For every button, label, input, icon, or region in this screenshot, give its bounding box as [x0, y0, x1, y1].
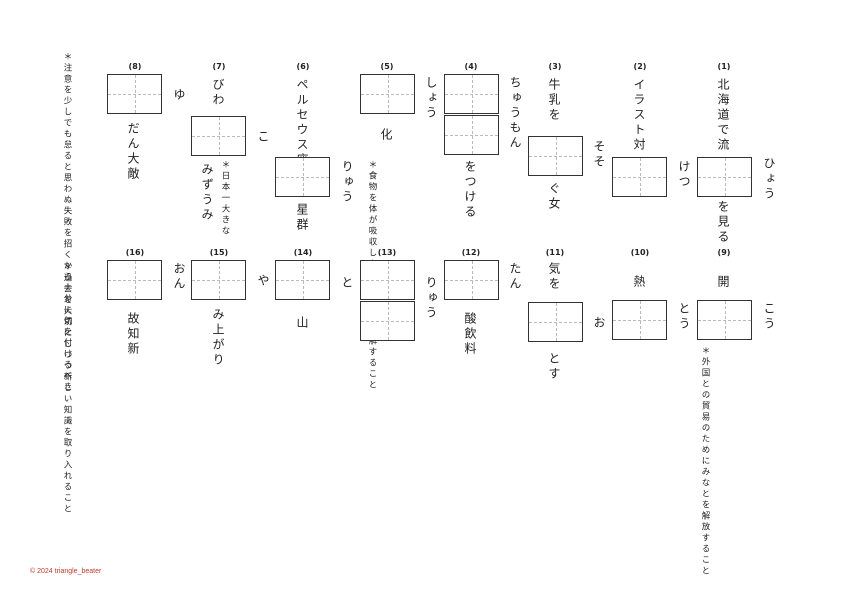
question-text-before: 開 — [716, 275, 730, 290]
question-number: (11) — [545, 248, 565, 257]
kana-clue: とう — [677, 302, 691, 332]
question-text-before: びわ — [211, 78, 225, 108]
question-text-after: 山 — [295, 316, 309, 331]
answer-box-2[interactable] — [612, 157, 667, 197]
answer-box-16[interactable] — [107, 260, 162, 300]
question-number: (6) — [296, 62, 310, 71]
question-number: (9) — [717, 248, 731, 257]
question-text-after: 星群 — [295, 203, 309, 233]
question-text-after: ぐ女 — [547, 182, 561, 212]
left-definition-note-bottom: ＊過去を大切にしつつ新しい知識を取り入れること — [62, 262, 72, 515]
definition-note: ＊外国との貿易のためにみなとを解放すること — [700, 346, 710, 577]
question-number: (2) — [633, 62, 647, 71]
question-number: (1) — [717, 62, 731, 71]
question-text-after: 酸飲料 — [463, 312, 477, 357]
kana-clue: こう — [762, 302, 776, 332]
kana-clue: そそ — [592, 140, 606, 170]
answer-box-11[interactable] — [528, 302, 583, 342]
question-text-after: を見る — [716, 200, 730, 245]
kana-clue: りゅう — [424, 276, 438, 321]
kana-clue: こ — [256, 130, 270, 145]
question-text-before: 化 — [379, 128, 393, 143]
question-number: (8) — [128, 62, 142, 71]
question-number: (13) — [377, 248, 397, 257]
question-text-before: 牛乳を — [547, 78, 561, 123]
question-number: (3) — [548, 62, 562, 71]
answer-box-8[interactable] — [107, 74, 162, 114]
question-text-before: ペルセウス座 — [295, 78, 309, 168]
question-number: (5) — [380, 62, 394, 71]
kana-clue: と — [340, 276, 354, 291]
question-text-before: 気を — [547, 262, 561, 292]
question-number: (15) — [209, 248, 229, 257]
kana-clue: しょう — [424, 76, 438, 121]
kana-clue: お — [592, 316, 606, 331]
question-text-before: イラスト対 — [632, 78, 646, 153]
answer-box-1[interactable] — [697, 157, 752, 197]
answer-box-10[interactable] — [612, 300, 667, 340]
question-number: (12) — [461, 248, 481, 257]
answer-box-3[interactable] — [528, 136, 583, 176]
kana-clue: りゅう — [340, 160, 354, 205]
kana-clue: ちゅうもん — [508, 76, 522, 151]
kana-clue: ひょう — [762, 157, 776, 202]
answer-box-4a[interactable] — [444, 74, 499, 114]
answer-box-5[interactable] — [360, 74, 415, 114]
kana-clue: おん — [172, 262, 186, 292]
question-text-after: みずうみ — [200, 163, 214, 223]
answer-box-13b[interactable] — [360, 301, 415, 341]
question-number: (10) — [630, 248, 650, 257]
answer-box-9[interactable] — [697, 300, 752, 340]
question-text-after: とす — [547, 352, 561, 382]
kana-clue: ゆ — [172, 88, 186, 103]
answer-box-12[interactable] — [444, 260, 499, 300]
answer-box-14[interactable] — [275, 260, 330, 300]
kana-clue: や — [256, 274, 270, 289]
answer-box-4b[interactable] — [444, 115, 499, 155]
question-text-before: 熱 — [632, 275, 646, 290]
left-definition-note-top: ＊注意を少しでも怠ると思わぬ失敗を招くから十分に気を付けるべき — [62, 52, 72, 393]
answer-box-6[interactable] — [275, 157, 330, 197]
kana-clue: けつ — [677, 160, 691, 190]
question-number: (16) — [125, 248, 145, 257]
question-text-before: 北海道で流 — [716, 78, 730, 153]
question-number: (14) — [293, 248, 313, 257]
question-text-after: み上がり — [211, 308, 225, 368]
kana-clue: たん — [508, 262, 522, 292]
question-text-after: だん大敵 — [126, 122, 140, 182]
answer-box-15[interactable] — [191, 260, 246, 300]
definition-note: ＊食物を体が吸収しやすいように分解すること — [367, 160, 377, 391]
question-text-after: 故知新 — [126, 312, 140, 357]
question-number: (7) — [212, 62, 226, 71]
answer-box-13a[interactable] — [360, 260, 415, 300]
question-text-after: をつける — [463, 160, 477, 220]
question-number: (4) — [464, 62, 478, 71]
copyright-notice: © 2024 triangle_beater — [30, 568, 102, 575]
answer-box-7[interactable] — [191, 116, 246, 156]
definition-note: ＊日本一大きな — [220, 160, 230, 237]
